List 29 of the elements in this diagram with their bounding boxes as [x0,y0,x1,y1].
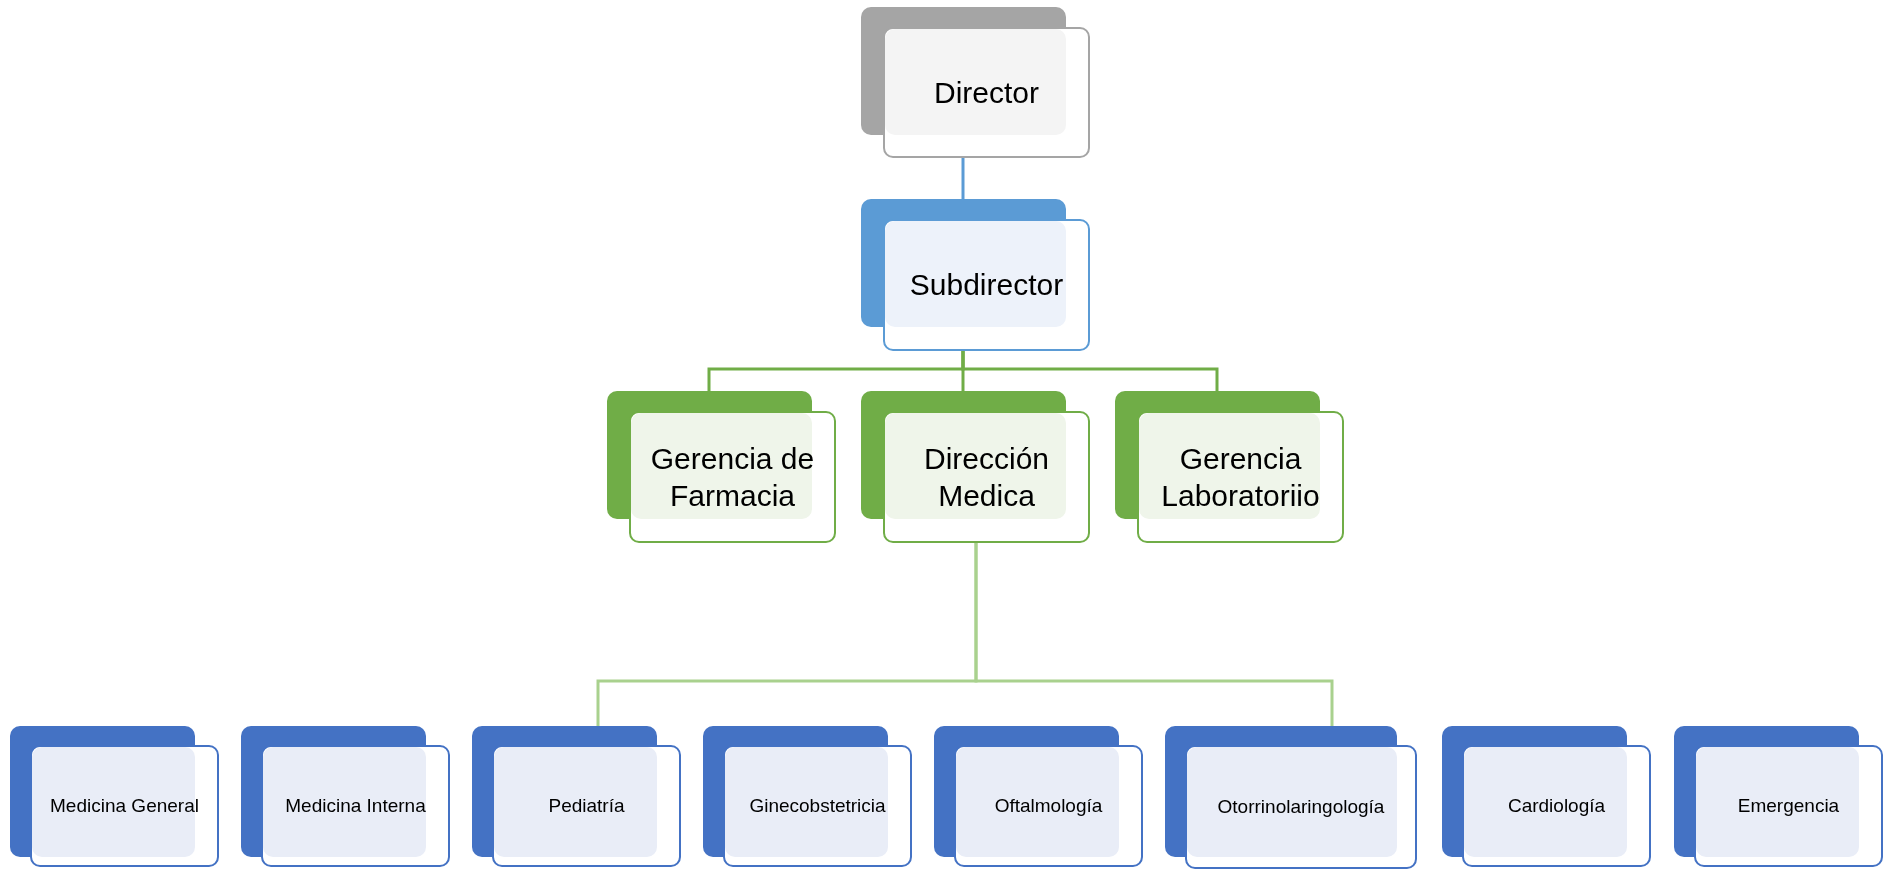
org-chart-card [934,726,1143,867]
box-label: Gerencia Laboratoriio [1160,440,1321,514]
org-chart-card [10,726,219,867]
org-chart-card [607,391,836,543]
connector-line [974,543,1334,726]
org-chart-card [1165,726,1417,869]
box-label: Gerencia de Farmacia [649,440,816,514]
box-label: Otorrinolaringología [1217,795,1385,819]
box-label: Oftalmología [994,794,1103,818]
box-label: Pediatría [548,794,625,818]
org-chart-card [703,726,912,867]
box-label: Ginecobstetricia [749,794,886,818]
org-chart-card [241,726,450,867]
connector-line [961,351,1219,391]
connector-line [961,158,965,199]
org-chart-card [861,7,1090,158]
box-label: Dirección Medica [922,440,1050,514]
box-label: Emergencia [1737,794,1840,818]
box-label: Medicina Interna [285,794,426,818]
box-label: Director [934,74,1039,111]
org-chart-card [1115,391,1344,543]
box-label: Subdirector [909,267,1064,304]
box-label: Cardiología [1507,794,1606,818]
org-chart-card [472,726,681,867]
org-chart-card [1674,726,1883,867]
org-chart-card [861,391,1090,543]
org-chart-card [861,199,1090,351]
org-chart-card [1442,726,1651,867]
box-label: Medicina General [50,794,199,818]
